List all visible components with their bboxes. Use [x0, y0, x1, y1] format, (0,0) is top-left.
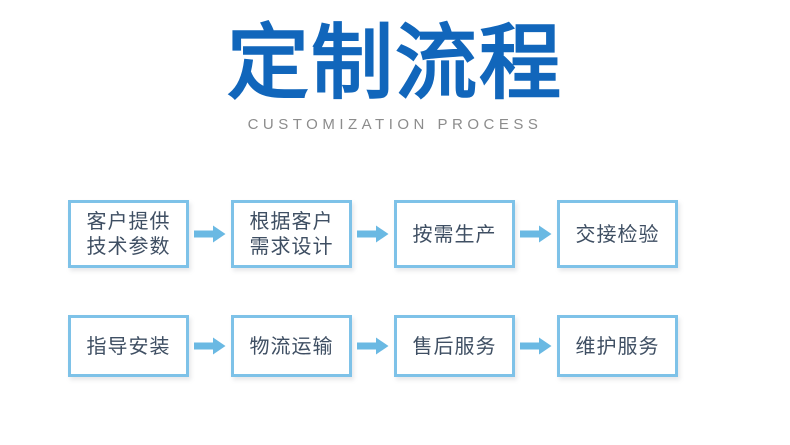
process-step-box[interactable]: 按需生产: [394, 200, 515, 268]
process-step-label: 客户提供: [86, 209, 171, 233]
process-step-box[interactable]: 指导安装: [68, 315, 189, 377]
page-subtitle: CUSTOMIZATION PROCESS: [247, 116, 543, 133]
process-step-label: 技术参数: [86, 234, 171, 258]
process-step-box[interactable]: 物流运输: [231, 315, 352, 377]
process-step-label: 维护服务: [575, 333, 660, 358]
arrow-right-icon: [515, 331, 557, 361]
process-step-label: 物流运输: [249, 333, 334, 358]
arrow-right-icon: [352, 331, 394, 361]
arrow-right-icon: [352, 219, 394, 249]
page-title: 定制流程: [226, 16, 563, 111]
process-step-label: 指导安装: [86, 333, 171, 358]
process-step-label: 售后服务: [412, 333, 497, 358]
process-step-label: 需求设计: [249, 234, 334, 258]
process-row-2: 指导安装 物流运输 售后服务 维护服务: [68, 315, 678, 377]
arrow-right-icon: [515, 219, 557, 249]
process-step-box[interactable]: 交接检验: [557, 200, 678, 268]
arrow-right-icon: [189, 219, 231, 249]
process-row-1: 客户提供技术参数根据客户需求设计按需生产交接检验: [68, 200, 678, 268]
process-step-box[interactable]: 维护服务: [557, 315, 678, 377]
process-step-label: 根据客户: [249, 209, 334, 233]
process-step-box[interactable]: 客户提供技术参数: [68, 200, 189, 268]
process-step-box[interactable]: 售后服务: [394, 315, 515, 377]
header: 定制流程 CUSTOMIZATION PROCESS: [0, 18, 790, 134]
process-step-label: 交接检验: [575, 221, 660, 246]
process-step-label: 按需生产: [412, 221, 497, 246]
arrow-right-icon: [189, 331, 231, 361]
process-step-box[interactable]: 根据客户需求设计: [231, 200, 352, 268]
